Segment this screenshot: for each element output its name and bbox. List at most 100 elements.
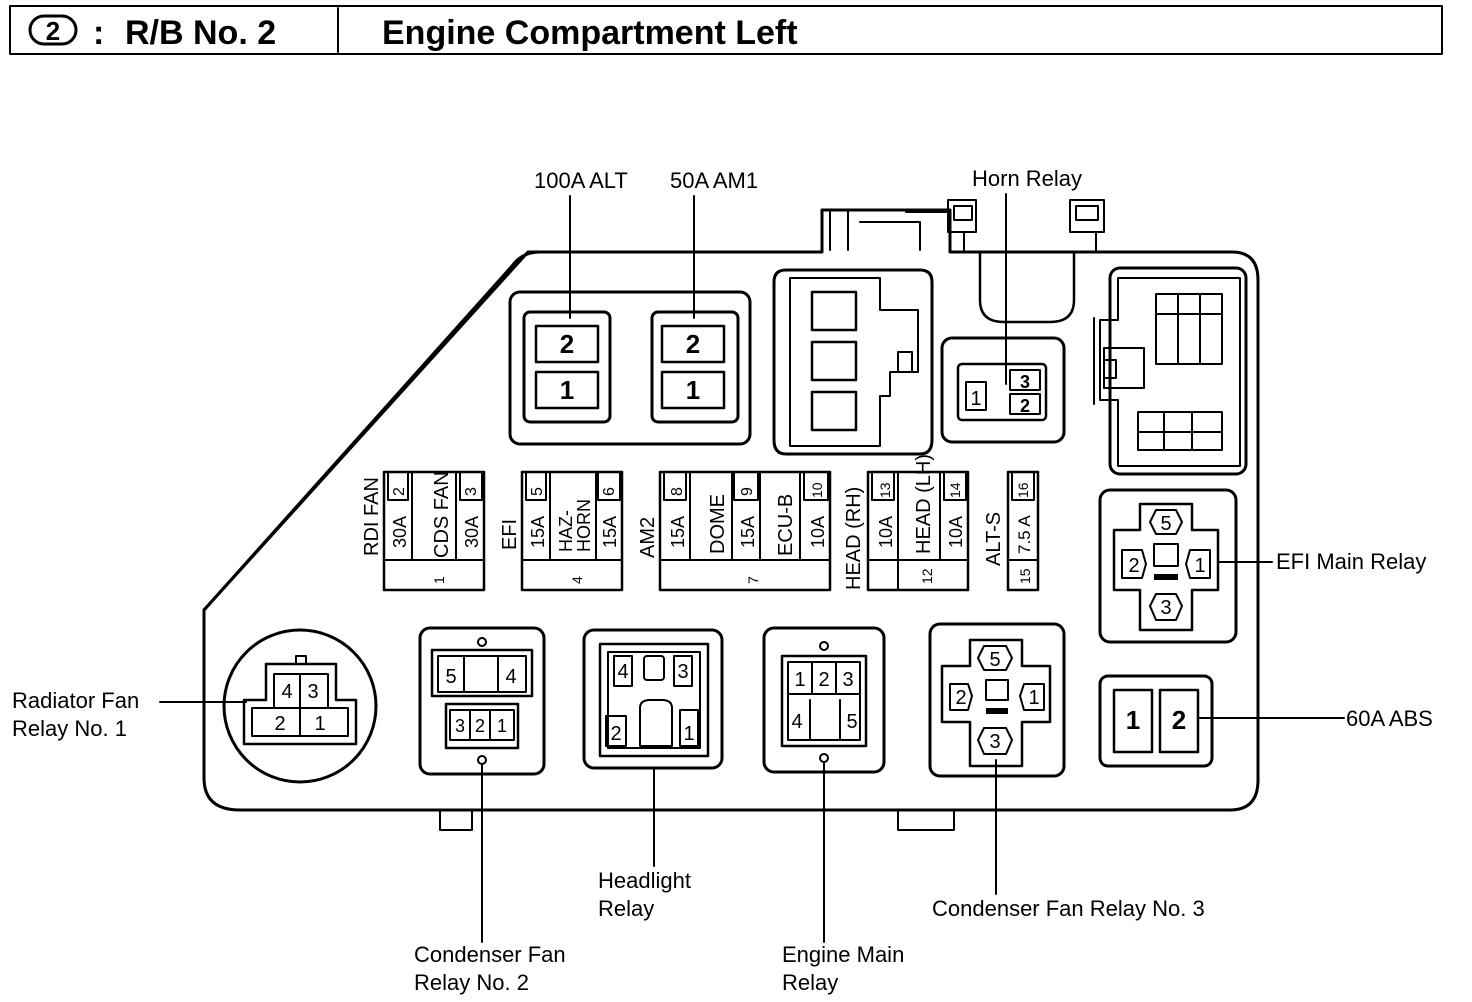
fuse-am2-name: AM2 (637, 517, 659, 558)
fuse-group-1: 1 (382, 470, 486, 592)
fuse-group-4: 4 (520, 470, 624, 592)
label-engine-main-relay-a: Engine Main (782, 942, 904, 967)
label-condenser-fan-relay-2-b: Relay No. 2 (414, 970, 529, 995)
fuse-efi-rating: 15A (528, 516, 548, 548)
fuse-head-rh-name: HEAD (RH) (843, 487, 865, 590)
relay-slot-1: 1 (431, 576, 447, 584)
efi-main-relay[interactable]: 5 2 1 3 (1098, 488, 1238, 644)
fuse-dome-slot: 9 (739, 487, 756, 496)
engine-main-pin-1: 1 (794, 669, 805, 691)
connector-block (772, 268, 934, 456)
label-condenser-fan-relay-3: Condenser Fan Relay No. 3 (932, 896, 1205, 921)
fuse-head-rh-rating: 10A (876, 516, 896, 548)
cond3-pin-1: 1 (1028, 687, 1039, 709)
fuse-cds-fan-slot: 3 (463, 487, 480, 496)
efi-relay-pin-2: 2 (1128, 555, 1139, 577)
cond2-pin-4: 4 (505, 666, 516, 688)
label-condenser-fan-relay-2-a: Condenser Fan (414, 942, 566, 967)
engine-main-pin-2: 2 (818, 669, 829, 691)
section-number: 2 (46, 16, 60, 46)
block-title: R/B No. 2 (125, 14, 276, 52)
am1-pin-2: 2 (686, 329, 700, 359)
fuse-alt-s-slot: 16 (1015, 482, 1031, 498)
leader-lines (159, 193, 1345, 943)
fuse-head-rh-slot: 13 (877, 482, 893, 498)
fuse-group-15: 15 (1006, 470, 1040, 592)
efi-relay-pin-3: 3 (1160, 597, 1171, 619)
engine-main-relay[interactable]: 1 2 3 4 5 (762, 626, 886, 774)
radiator-fan-relay-1[interactable]: 4 3 2 1 (222, 628, 378, 784)
fuse-cds-fan-rating: 30A (462, 516, 482, 548)
headlight-pin-2: 2 (610, 723, 621, 745)
abs-pin-2: 2 (1172, 705, 1186, 735)
fuse-cds-fan-name: CDS FAN (431, 471, 453, 558)
label-horn-relay: Horn Relay (972, 166, 1082, 191)
relay-slot-15: 15 (1017, 568, 1033, 584)
efi-relay-pin-5: 5 (1160, 513, 1171, 535)
alt-pin-1: 1 (560, 375, 574, 405)
am1-pin-1: 1 (686, 375, 700, 405)
label-radiator-fan-relay-1-b: Relay No. 1 (12, 716, 127, 741)
relay-block-housing (202, 199, 1260, 831)
fuse-dome-name: DOME (707, 494, 729, 554)
fuse-head-lh-name: HEAD (LH) (913, 454, 935, 554)
alt-100a-fuse[interactable]: 2 1 (522, 310, 612, 424)
fuse-efi-slot: 5 (529, 487, 546, 496)
fuse-head-lh-rating: 10A (946, 516, 966, 548)
horn-pin-3: 3 (1020, 372, 1030, 392)
fuse-haz-horn-rating: 15A (600, 516, 620, 548)
relay-slot-7: 7 (745, 576, 761, 584)
condenser-fan-relay-2[interactable]: 5 4 3 2 1 (418, 626, 546, 776)
location-title: Engine Compartment Left (382, 14, 798, 52)
fuse-panel: 1 4 7 (361, 454, 1040, 592)
horn-pin-2: 2 (1020, 396, 1030, 416)
headlight-pin-1: 1 (683, 723, 694, 745)
label-radiator-fan-relay-1-a: Radiator Fan (12, 688, 139, 713)
radiator-pin-1: 1 (314, 713, 325, 735)
radiator-pin-2: 2 (274, 713, 285, 735)
cond3-pin-2: 2 (955, 687, 966, 709)
am1-50a-fuse[interactable]: 2 1 (650, 310, 740, 424)
label-engine-main-relay-b: Relay (782, 970, 838, 995)
fuse-ecu-b-slot: 10 (809, 482, 825, 498)
cond2-pin-3: 3 (455, 716, 465, 736)
radiator-pin-4: 4 (281, 681, 292, 703)
fuse-group-7: 7 (658, 470, 832, 592)
headlight-pin-3: 3 (677, 661, 688, 683)
fuse-group-12: 12 (866, 470, 970, 592)
condenser-fan-relay-3[interactable]: 5 2 1 3 (928, 622, 1066, 778)
fuse-head-lh-slot: 14 (947, 482, 963, 498)
fuse-haz-horn-name-2: HORN (574, 499, 594, 552)
abs-60a-fuse[interactable]: 1 2 (1098, 674, 1214, 768)
label-efi-main-relay: EFI Main Relay (1276, 549, 1426, 574)
relay-slot-12: 12 (919, 568, 935, 584)
fuse-am2-slot: 8 (669, 487, 686, 496)
headlight-relay[interactable]: 4 3 2 1 (582, 628, 724, 770)
radiator-pin-3: 3 (307, 681, 318, 703)
fuse-rdi-fan-rating: 30A (390, 516, 410, 548)
cond2-pin-1: 1 (497, 716, 507, 736)
fuse-rdi-fan-slot: 2 (391, 487, 408, 496)
label-50a-am1: 50A AM1 (670, 168, 758, 193)
headlight-pin-4: 4 (617, 661, 628, 683)
efi-relay-pin-1: 1 (1194, 555, 1205, 577)
horn-relay[interactable]: 1 3 2 (940, 336, 1066, 444)
label-100a-alt: 100A ALT (534, 168, 628, 193)
cond3-pin-3: 3 (989, 731, 1000, 753)
abs-pin-1: 1 (1126, 705, 1140, 735)
fusible-link-block: 2 1 2 1 (508, 290, 752, 446)
label-headlight-relay-b: Relay (598, 896, 654, 921)
header-separator: : (93, 14, 104, 52)
relay-slot-4: 4 (569, 576, 585, 584)
label-60a-abs: 60A ABS (1346, 706, 1433, 731)
header: 2 : R/B No. 2 Engine Compartment Left (9, 5, 1443, 55)
label-headlight-relay-a: Headlight (598, 868, 691, 893)
engine-main-pin-5: 5 (846, 711, 857, 733)
callout-labels: 100A ALT 50A AM1 Horn Relay EFI Main Rel… (12, 166, 1433, 995)
fuse-haz-horn-slot: 6 (601, 487, 618, 496)
fuse-haz-horn-name-1: HAZ- (556, 510, 576, 552)
fuse-ecu-b-rating: 10A (808, 516, 828, 548)
section-number-badge (28, 14, 78, 46)
cond2-pin-2: 2 (475, 716, 485, 736)
